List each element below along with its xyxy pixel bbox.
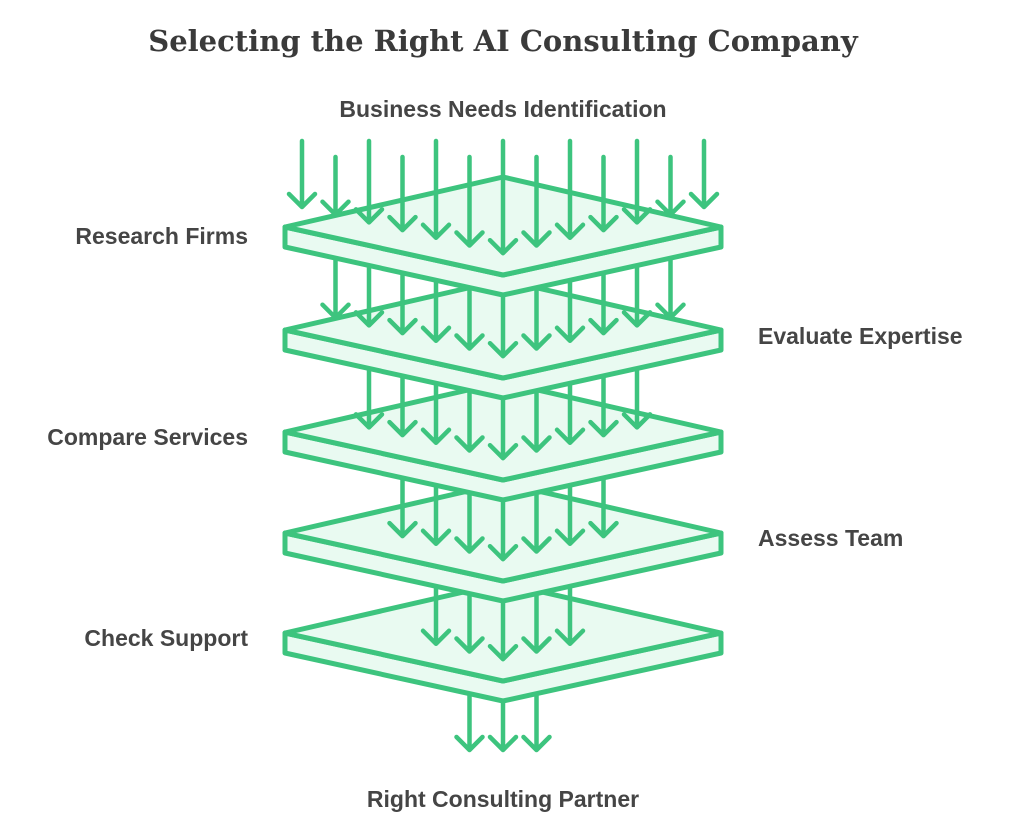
stage-label-5: Check Support — [84, 625, 248, 651]
stage-arrow — [521, 384, 552, 453]
output-arrow — [521, 687, 552, 753]
stage-label-3: Compare Services — [47, 424, 248, 450]
stage-arrow — [454, 384, 485, 453]
stage-arrow — [588, 369, 619, 438]
input-arrow — [320, 154, 351, 217]
input-arrow — [286, 138, 318, 210]
stage-arrow — [554, 273, 586, 344]
stage-arrow — [353, 259, 385, 328]
stage-label-1: Research Firms — [75, 223, 248, 249]
output-arrow — [454, 687, 485, 753]
stage-arrow — [387, 266, 418, 336]
stage-arrow — [655, 251, 686, 320]
stage-label-4: Assess Team — [758, 525, 904, 551]
stage-arrow — [588, 471, 619, 539]
stage-arrow — [487, 493, 519, 562]
stage-arrow — [320, 251, 351, 320]
stage-arrow — [454, 587, 485, 654]
stage-arrow — [353, 362, 385, 430]
input-arrow — [521, 154, 552, 248]
stage-arrow — [387, 369, 418, 438]
stage-arrow — [420, 376, 452, 446]
input-arrow — [588, 154, 619, 233]
input-arrow — [454, 154, 485, 248]
stage-arrow — [454, 486, 485, 554]
stage-arrow — [454, 281, 485, 351]
stage-arrow — [420, 579, 452, 647]
stage-arrow — [487, 594, 519, 662]
output-arrow — [487, 694, 519, 753]
stage-arrow — [420, 478, 452, 547]
input-arrow — [688, 138, 720, 210]
input-arrow — [655, 154, 686, 217]
stage-arrow — [487, 391, 519, 461]
stage-arrow — [554, 579, 586, 647]
output-label: Right Consulting Partner — [366, 786, 640, 812]
stage-label-2: Evaluate Expertise — [758, 323, 963, 349]
stage-arrow — [521, 587, 552, 654]
diagram-title: Selecting the Right AI Consulting Compan… — [148, 24, 858, 58]
stage-arrow — [387, 471, 418, 539]
stage-arrow — [420, 273, 452, 344]
input-label: Business Needs Identification — [339, 96, 667, 122]
input-arrow — [554, 138, 586, 241]
input-arrow — [487, 138, 519, 256]
stage-arrow — [554, 478, 586, 547]
stage-arrow — [554, 376, 586, 446]
stage-arrow — [621, 362, 653, 430]
stage-arrow — [521, 486, 552, 554]
input-arrow — [353, 138, 385, 225]
stage-arrow — [521, 281, 552, 351]
stage-arrow — [588, 266, 619, 336]
input-arrow — [387, 154, 418, 233]
stage-arrow — [487, 288, 519, 359]
input-arrow — [420, 138, 452, 241]
input-arrow — [621, 138, 653, 225]
stage-arrow — [621, 259, 653, 328]
